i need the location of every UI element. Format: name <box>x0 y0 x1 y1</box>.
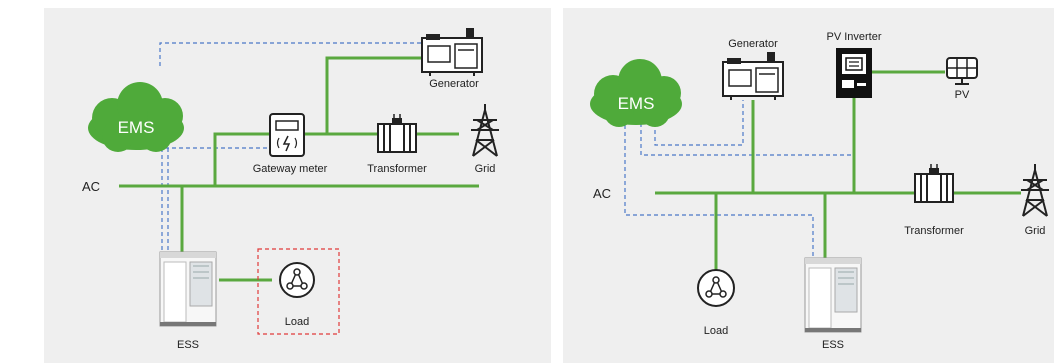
ac-label: AC <box>82 179 100 194</box>
ems-cloud[interactable]: EMS <box>88 82 184 152</box>
right-diagram: EMS AC Generator PV Inverter PV <box>590 31 1049 351</box>
left-diagram: EMS AC Generator Gateway meter Transform… <box>82 28 499 351</box>
comm-lines <box>624 100 855 256</box>
ess-cabinet-icon[interactable] <box>804 257 862 333</box>
right-diagram-panel: EMS AC Generator PV Inverter PV <box>563 8 1054 363</box>
pv-inverter-icon[interactable] <box>836 48 872 98</box>
gateway-meter-icon[interactable] <box>269 113 305 157</box>
transformer-icon[interactable] <box>914 164 954 203</box>
generator-icon[interactable] <box>722 52 784 100</box>
power-lines <box>655 70 1021 270</box>
ems-label: EMS <box>618 94 655 113</box>
pv-panel-icon[interactable] <box>946 57 978 85</box>
ems-label: EMS <box>118 118 155 137</box>
load-label: Load <box>285 316 309 328</box>
ac-label: AC <box>593 186 611 201</box>
transformer-label: Transformer <box>367 163 427 175</box>
generator-icon[interactable] <box>421 28 483 76</box>
load-icon[interactable] <box>697 269 735 307</box>
ems-cloud[interactable]: EMS <box>590 59 682 127</box>
generator-label: Generator <box>728 38 778 50</box>
transformer-label: Transformer <box>904 225 964 237</box>
generator-label: Generator <box>429 78 479 90</box>
pv-inverter-label: PV Inverter <box>826 31 881 43</box>
ess-label: ESS <box>822 339 844 351</box>
grid-label: Grid <box>1025 225 1046 237</box>
gateway-meter-label: Gateway meter <box>253 163 328 175</box>
grid-label: Grid <box>475 163 496 175</box>
load-box <box>257 248 340 335</box>
grid-tower-icon[interactable] <box>1021 164 1049 217</box>
transformer-icon[interactable] <box>377 114 417 153</box>
load-icon[interactable] <box>279 262 315 298</box>
comm-lines <box>159 42 434 256</box>
ess-cabinet-icon[interactable] <box>159 251 217 327</box>
grid-tower-icon[interactable] <box>471 104 499 157</box>
left-diagram-panel: EMS AC Generator Gateway meter Transform… <box>44 8 551 363</box>
ess-label: ESS <box>177 339 199 351</box>
load-label: Load <box>704 325 728 337</box>
pv-label: PV <box>955 89 970 101</box>
